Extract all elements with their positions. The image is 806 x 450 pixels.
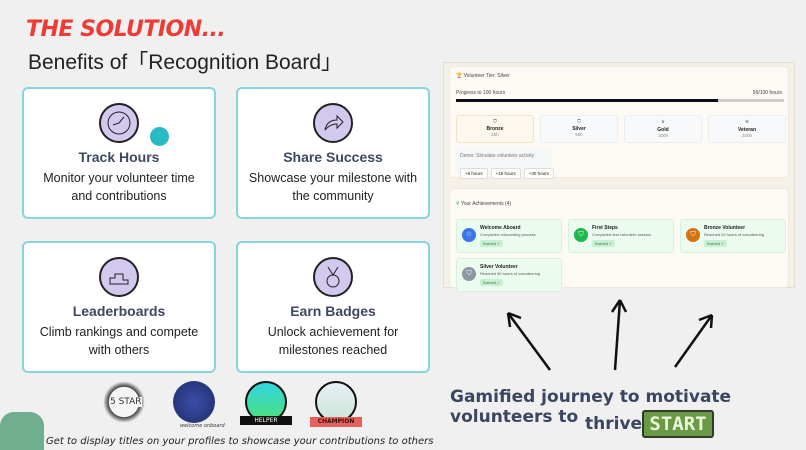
card-title: Earn Badges [290, 303, 376, 319]
podium-icon [99, 257, 139, 297]
card-desc: Climb rankings and compete with others [39, 325, 199, 357]
badges-caption: Get to display titles on your profiles t… [46, 436, 434, 447]
helper-badge-label: HELPER [240, 416, 292, 425]
achievements-title-text: Your Achievements (4) [460, 201, 512, 207]
champion-badge [315, 381, 357, 423]
card-track-hours: Track Hours Monitor your volunteer time … [22, 87, 216, 219]
share-arrow-icon [313, 103, 353, 143]
demo-label: Demo: Simulate volunteer activity [460, 153, 535, 159]
champion-badge-label: CHAMPION [310, 417, 362, 427]
trophy-icon: 🏆 [456, 73, 463, 79]
tier-label-text: Volunteer Tier: Silver [463, 73, 510, 79]
progress-value: 90/100 hours [752, 90, 782, 96]
medal-icon: ⛉ [462, 267, 476, 281]
section-kicker: THE SOLUTION... [26, 17, 226, 42]
card-title: Share Success [283, 149, 383, 165]
card-desc: Monitor your volunteer time and contribu… [43, 171, 195, 203]
card-title: Track Hours [78, 149, 160, 165]
five-star-badge-label: 5 STAR [110, 397, 142, 407]
page-title: Benefits of「Recognition Board」 [28, 51, 343, 74]
tagline-line1: Gamified journey to motivate volunteers … [450, 387, 732, 427]
medal-icon: ⛉ [574, 228, 588, 242]
cursor-highlight [150, 127, 169, 146]
app-screenshot: 🏆 Volunteer Tier: Silver Progress to 100… [443, 62, 795, 292]
tagline-line2: thrive [585, 414, 643, 434]
progress-fill [456, 99, 719, 102]
arrows [506, 299, 714, 371]
card-share-success: Share Success Showcase your milestone wi… [236, 87, 430, 219]
start-button[interactable]: START [642, 410, 714, 438]
achievements-title: ⚲ Your Achievements (4) [456, 201, 511, 207]
crocodile-mascot [0, 412, 44, 450]
add-5-hours-button[interactable]: +5 hours [460, 168, 488, 179]
demo-box: Demo: Simulate volunteer activity +5 hou… [456, 149, 554, 179]
card-desc: Showcase your milestone with the communi… [248, 171, 418, 203]
star-icon: ☆ [462, 228, 476, 242]
card-leaderboards: Leaderboards Climb rankings and compete … [22, 241, 216, 373]
medal-icon [313, 257, 353, 297]
card-title: Leaderboards [72, 303, 166, 319]
tier-section: 🏆 Volunteer Tier: Silver Progress to 100… [449, 66, 789, 179]
add-30-hours-button[interactable]: +30 hours [523, 168, 554, 179]
card-earn-badges: Earn Badges Unlock achievement for miles… [236, 241, 430, 373]
welcome-onboard-badge [173, 381, 215, 423]
progress-bar [456, 99, 784, 102]
medal-icon: ⛉ [686, 228, 700, 242]
progress-label: Progress to 100 hours [456, 90, 506, 96]
arrow-icon [610, 299, 628, 371]
arrow-icon [673, 313, 714, 368]
welcome-onboard-badge-label: welcome onboard [180, 423, 225, 429]
ribbon-icon: ⚲ [456, 201, 460, 207]
card-desc: Unlock achievement for milestones reache… [267, 325, 399, 357]
clock-icon [99, 103, 139, 143]
arrow-icon [506, 311, 552, 371]
tier-label: 🏆 Volunteer Tier: Silver [456, 73, 510, 79]
add-15-hours-button[interactable]: +15 hours [490, 168, 521, 179]
